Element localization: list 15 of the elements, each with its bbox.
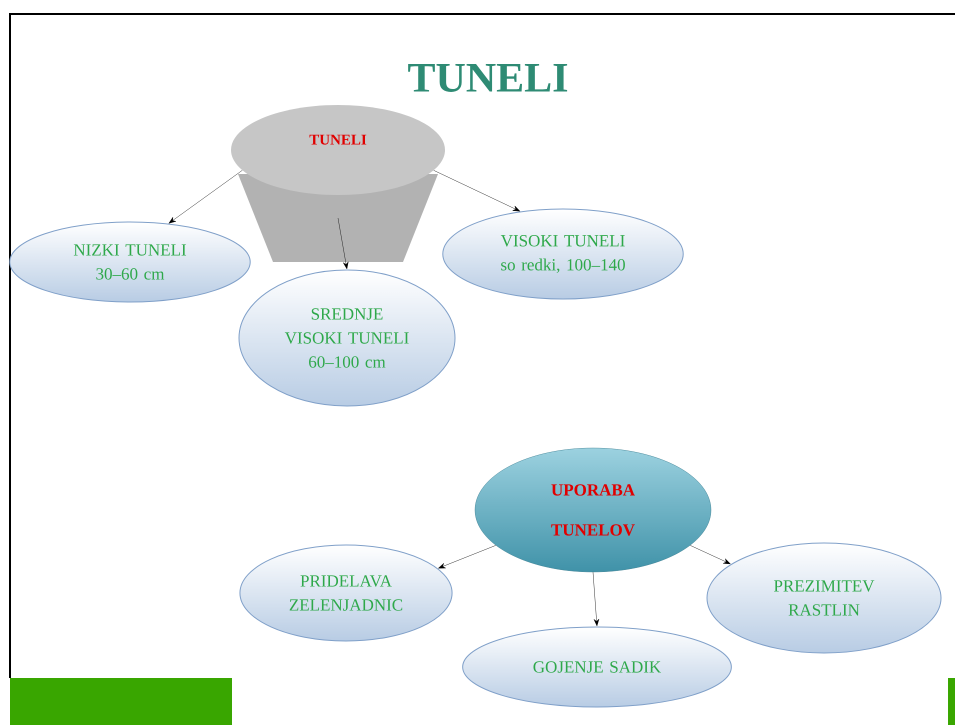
oval-node: PRIDELAVA ZELENJADNIC [239,544,453,642]
arrow [438,545,496,568]
arrow [690,545,731,564]
arrow [338,218,348,270]
oval-node: PREZIMITEV RASTLIN [706,542,942,654]
arrow [592,572,600,626]
oval-node: VISOKI TUNELI so redki, 100–140 [442,208,684,300]
oval-node: TUNELI [231,105,445,195]
oval-node: NIZKI TUNELI 30–60 cm [9,222,251,302]
arrow [168,170,242,224]
arrow [434,170,520,212]
oval-node: GOJENJE SADIK [462,626,732,708]
title: TUNELI [408,64,568,92]
oval-node: UPORABA TUNELOV [474,448,712,572]
oval-node: SREDNJE VISOKI TUNELI 60–100 cm [238,270,456,406]
